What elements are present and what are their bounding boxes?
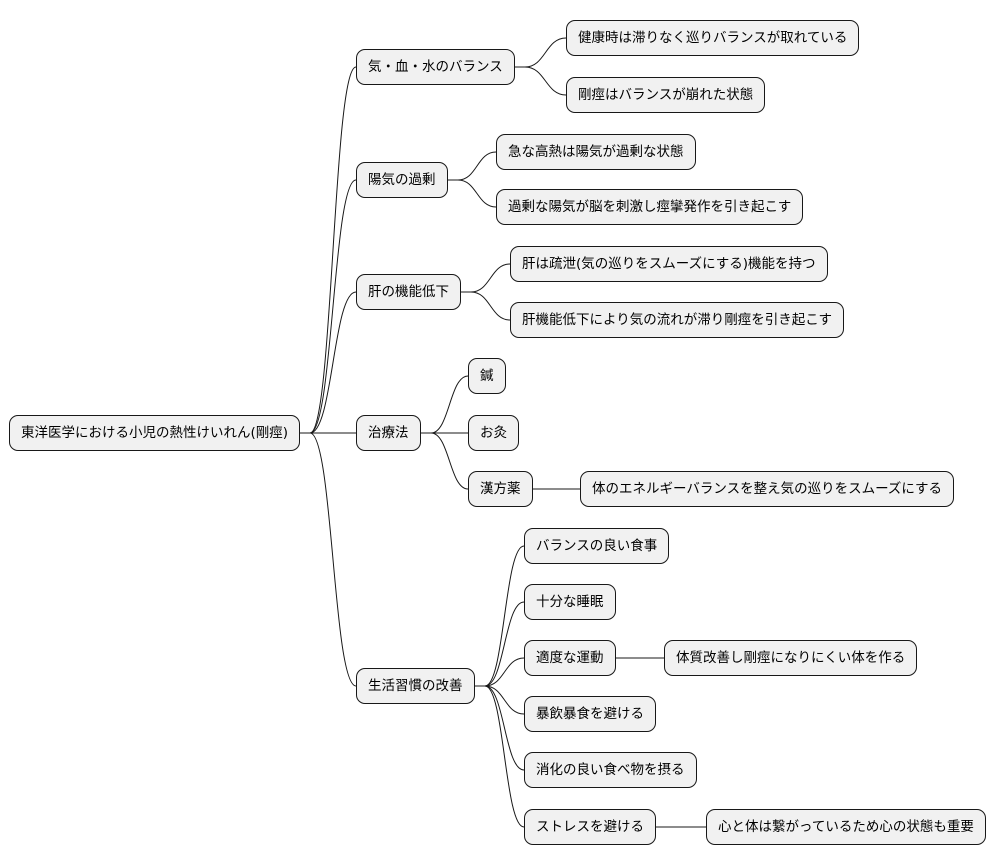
leaf-node-balanced-diet: バランスの良い食事 (524, 528, 670, 564)
connector-line (461, 291, 511, 321)
root-node: 東洋医学における小児の熱性けいれん(剛痙) (9, 415, 301, 451)
leaf-node-moxibustion: お灸 (468, 415, 519, 451)
connector-line (300, 291, 357, 434)
connector-line (448, 151, 497, 181)
connector-line (475, 545, 525, 687)
connector-line (448, 179, 497, 208)
leaf-node-imbalance-state: 剛痙はバランスが崩れた状態 (566, 77, 766, 113)
connector-line (475, 685, 525, 828)
connector-line (461, 263, 511, 293)
connector-line (421, 375, 469, 434)
leaf-node-high-fever-yang: 急な高熱は陽気が過剰な状態 (496, 134, 696, 170)
connector-line (515, 66, 567, 96)
leaf-node-liver-stagnation: 肝機能低下により気の流れが滞り剛痙を引き起こす (510, 302, 844, 338)
leaf-node-avoid-overeating: 暴飲暴食を避ける (524, 696, 656, 732)
leaf-node-avoid-stress: ストレスを避ける (524, 809, 656, 845)
connector-line (421, 432, 469, 490)
leaf-node-digestible-food: 消化の良い食べ物を摂る (524, 752, 697, 788)
connector-line (300, 179, 357, 434)
leaf-node-healthy-flow: 健康時は滞りなく巡りバランスが取れている (566, 20, 860, 56)
connector-line (300, 66, 357, 434)
leaf-node-mind-body: 心と体は繋がっているため心の状態も重要 (706, 809, 986, 845)
connector-line (515, 37, 567, 68)
connector-line (475, 601, 525, 687)
branch-node-lifestyle: 生活習慣の改善 (356, 668, 475, 704)
leaf-node-acupuncture: 鍼 (468, 358, 506, 394)
leaf-node-exercise: 適度な運動 (524, 640, 616, 676)
connector-line (300, 432, 357, 687)
connector-line (475, 685, 525, 771)
leaf-node-exercise-effect: 体質改善し剛痙になりにくい体を作る (664, 640, 918, 676)
leaf-node-sleep: 十分な睡眠 (524, 584, 616, 620)
branch-node-treatment: 治療法 (356, 415, 421, 451)
branch-node-excess-yang: 陽気の過剰 (356, 162, 448, 198)
branch-node-liver-decline: 肝の機能低下 (356, 274, 461, 310)
leaf-node-liver-function: 肝は疏泄(気の巡りをスムーズにする)機能を持つ (510, 246, 828, 282)
leaf-node-yang-brain-seizure: 過剰な陽気が脳を刺激し痙攣発作を引き起こす (496, 189, 804, 225)
leaf-node-kampo-effect: 体のエネルギーバランスを整え気の巡りをスムーズにする (580, 471, 955, 507)
leaf-node-kampo: 漢方薬 (468, 471, 533, 507)
branch-node-ki-ketsu-sui-balance: 気・血・水のバランス (356, 49, 515, 85)
